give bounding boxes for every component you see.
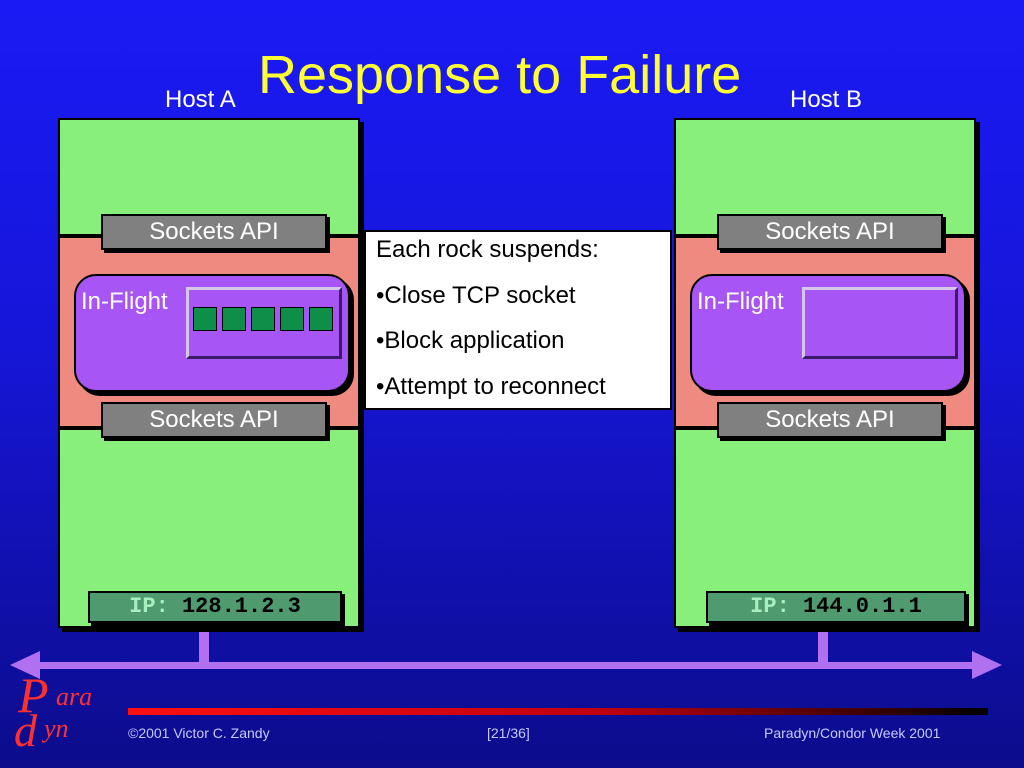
network-link (10, 628, 1002, 679)
host-a-label: Host A (165, 86, 236, 113)
host-b-ip-key: IP: (750, 594, 790, 619)
in-flight-packet (251, 307, 275, 331)
left-arrowhead-icon (10, 651, 40, 679)
footer-copyright: ©2001 Victor C. Zandy (128, 725, 270, 741)
host-a-ip-box: IP: 128.1.2.3 (88, 591, 342, 623)
paradyn-logo: P ara d yn (14, 667, 124, 756)
note-item-close-socket: •Close TCP socket (376, 282, 576, 309)
note-heading: Each rock suspends: (376, 236, 599, 263)
host-b-uplink (818, 628, 828, 664)
in-flight-packet (193, 307, 217, 331)
host-b-inflight-queue (802, 287, 958, 359)
host-a-ip-value: 128.1.2.3 (181, 594, 301, 619)
logo-p-glyph: P (18, 667, 49, 723)
host-b-inflight-label: In-Flight (697, 288, 784, 315)
note-item-block-application: •Block application (376, 327, 565, 354)
host-b-sockets-api-bottom: Sockets API (717, 402, 943, 438)
host-a-sockets-api-top: Sockets API (101, 214, 327, 250)
host-b-ip-box: IP: 144.0.1.1 (706, 591, 966, 623)
logo-d-glyph: d (14, 705, 37, 756)
host-a-inflight-queue (186, 287, 342, 359)
host-b-inflight-box (690, 274, 966, 392)
host-a-ip-key: IP: (129, 594, 169, 619)
note-item-attempt-reconnect: •Attempt to reconnect (376, 373, 606, 400)
in-flight-packet (280, 307, 304, 331)
logo-bottom-text: yn (44, 714, 69, 743)
in-flight-packet (309, 307, 333, 331)
host-a-uplink (199, 628, 209, 664)
host-a-packet-list (193, 307, 333, 331)
footer-event: Paradyn/Condor Week 2001 (764, 725, 941, 741)
right-arrowhead-icon (972, 651, 1002, 679)
host-a-inflight-label: In-Flight (81, 288, 168, 315)
rock-suspend-note: Each rock suspends: •Close TCP socket •B… (364, 230, 672, 410)
host-b-sockets-api-top: Sockets API (717, 214, 943, 250)
network-line (32, 662, 982, 669)
slide-title: Response to Failure (258, 45, 742, 105)
footer-rule (128, 708, 988, 715)
host-a-inflight-box (74, 274, 350, 392)
host-a-sockets-api-bottom: Sockets API (101, 402, 327, 438)
in-flight-packet (222, 307, 246, 331)
host-b-label: Host B (790, 86, 863, 113)
footer-page-number: [21/36] (487, 725, 530, 741)
logo-top-text: ara (56, 682, 93, 711)
host-b-ip-value: 144.0.1.1 (802, 594, 922, 619)
